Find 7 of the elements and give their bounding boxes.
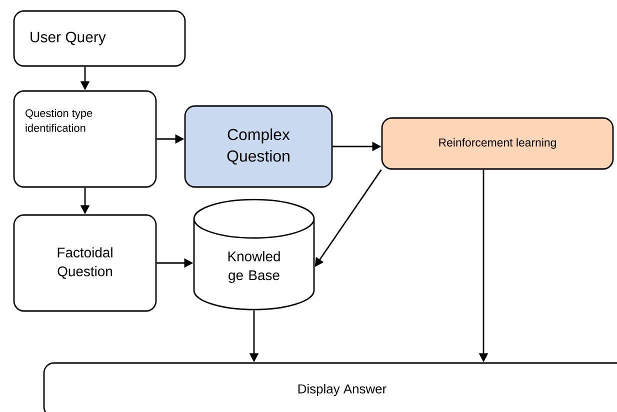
process-box: User Query	[13, 10, 186, 67]
output-box: Display Answer	[43, 362, 617, 412]
database-cylinder: Knowled ge Base	[193, 198, 315, 310]
process-box: Complex Question	[184, 105, 333, 188]
process-box: Question type identification	[13, 90, 157, 188]
process-box: Reinforcement learning	[381, 117, 614, 170]
process-box: Factoidal Question	[13, 214, 157, 312]
